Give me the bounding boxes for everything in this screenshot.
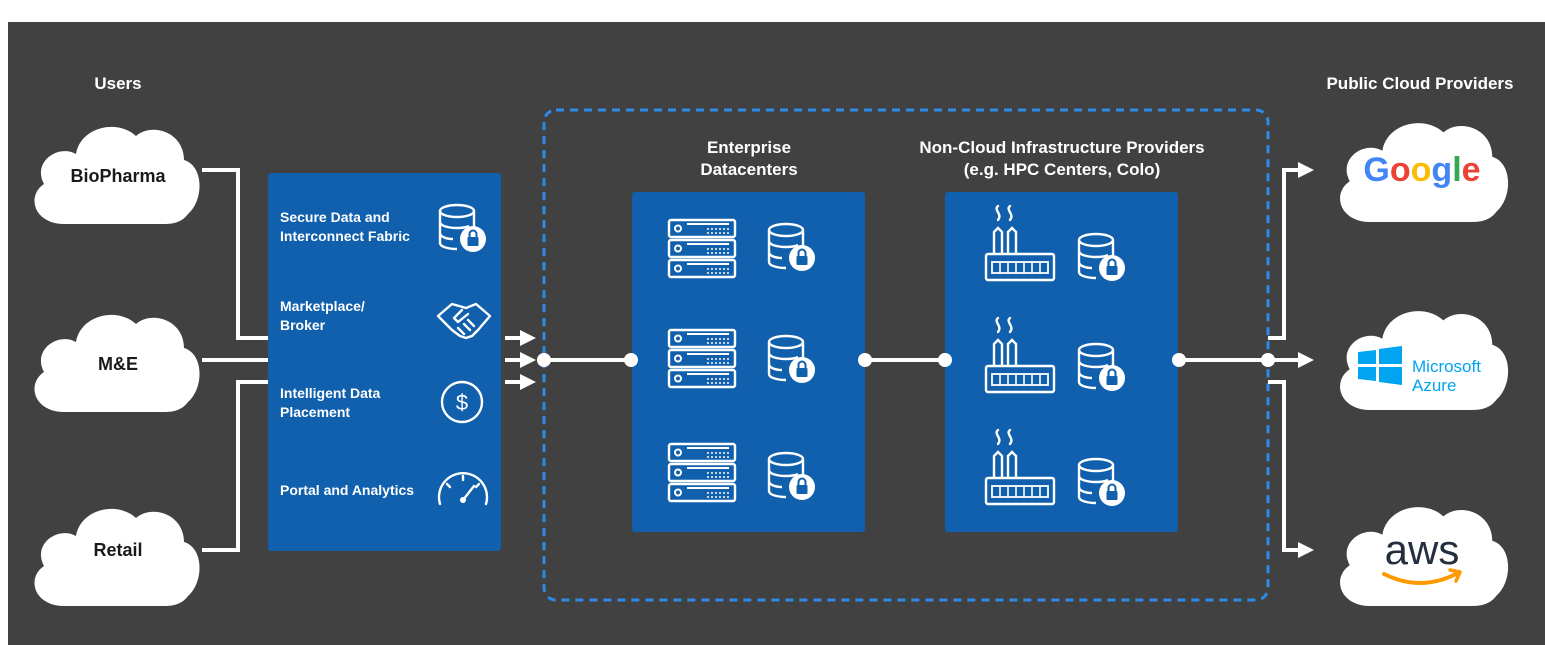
feature-portal: Portal and Analytics [280, 471, 489, 506]
feature-data-placement-line1: Intelligent Data [280, 385, 381, 401]
cloud-biopharma-label: BioPharma [70, 166, 166, 186]
feature-data-placement: Intelligent Data Placement $ [280, 380, 484, 424]
infrastructure-region [542, 108, 1270, 602]
google-logo-letter: g [1431, 151, 1452, 189]
google-logo-letter: l [1452, 151, 1461, 189]
feature-secure-data-line1: Secure Data and [280, 209, 390, 225]
google-logo-letter: o [1390, 151, 1411, 189]
windows-logo-icon [1358, 346, 1402, 385]
node-region-left [537, 353, 551, 367]
enterprise-heading-line1: Enterprise [707, 138, 791, 157]
arrow-to-aws [1268, 380, 1314, 558]
cloud-google: Google [1340, 123, 1509, 222]
azure-logo-line2: Azure [1412, 376, 1456, 395]
node-enterprise-left [624, 353, 638, 367]
feature-marketplace-line2: Broker [280, 317, 326, 333]
feature-data-placement-line2: Placement [280, 404, 350, 420]
feature-secure-data: Secure Data and Interconnect Fabric [280, 203, 488, 254]
aws-logo-text: aws [1385, 526, 1460, 573]
users-heading: Users [94, 74, 141, 93]
cloud-retail-label: Retail [93, 540, 142, 560]
node-noncloud-left [938, 353, 952, 367]
feature-portal-line1: Portal and Analytics [280, 482, 414, 498]
fabric-panel [268, 173, 501, 551]
google-logo-letter: e [1462, 151, 1481, 189]
node-noncloud-right [1172, 353, 1186, 367]
aws-smile-icon [1382, 572, 1458, 585]
noncloud-heading-line2: (e.g. HPC Centers, Colo) [964, 160, 1160, 179]
google-logo-letter: o [1411, 151, 1432, 189]
cloud-azure: Microsoft Azure [1340, 311, 1509, 410]
enterprise-panel [632, 192, 865, 532]
feature-marketplace: Marketplace/ Broker [280, 298, 492, 340]
dollar-icon: $ [440, 380, 484, 424]
svg-text:$: $ [456, 390, 468, 415]
connector-retail [202, 380, 270, 552]
cloud-me: M&E [34, 314, 200, 412]
feature-marketplace-line1: Marketplace/ [280, 298, 365, 314]
google-logo: Google [1363, 151, 1480, 189]
cloud-retail: Retail [34, 508, 200, 606]
cloud-me-label: M&E [98, 354, 138, 374]
node-enterprise-right [858, 353, 872, 367]
gauge-icon [437, 471, 489, 506]
providers-heading: Public Cloud Providers [1326, 74, 1513, 93]
cloud-biopharma: BioPharma [34, 126, 200, 224]
connector-biopharma [202, 168, 270, 340]
noncloud-panel [945, 192, 1178, 532]
arrow-to-google [1268, 162, 1314, 340]
handshake-icon [436, 302, 492, 340]
cloud-aws: aws [1340, 507, 1509, 606]
google-logo-text: Google [1363, 151, 1480, 189]
azure-logo-line1: Microsoft [1412, 357, 1481, 376]
feature-secure-data-line2: Interconnect Fabric [280, 228, 410, 244]
noncloud-heading-line1: Non-Cloud Infrastructure Providers [919, 138, 1204, 157]
enterprise-heading-line2: Datacenters [700, 160, 797, 179]
google-logo-letter: G [1363, 151, 1389, 189]
